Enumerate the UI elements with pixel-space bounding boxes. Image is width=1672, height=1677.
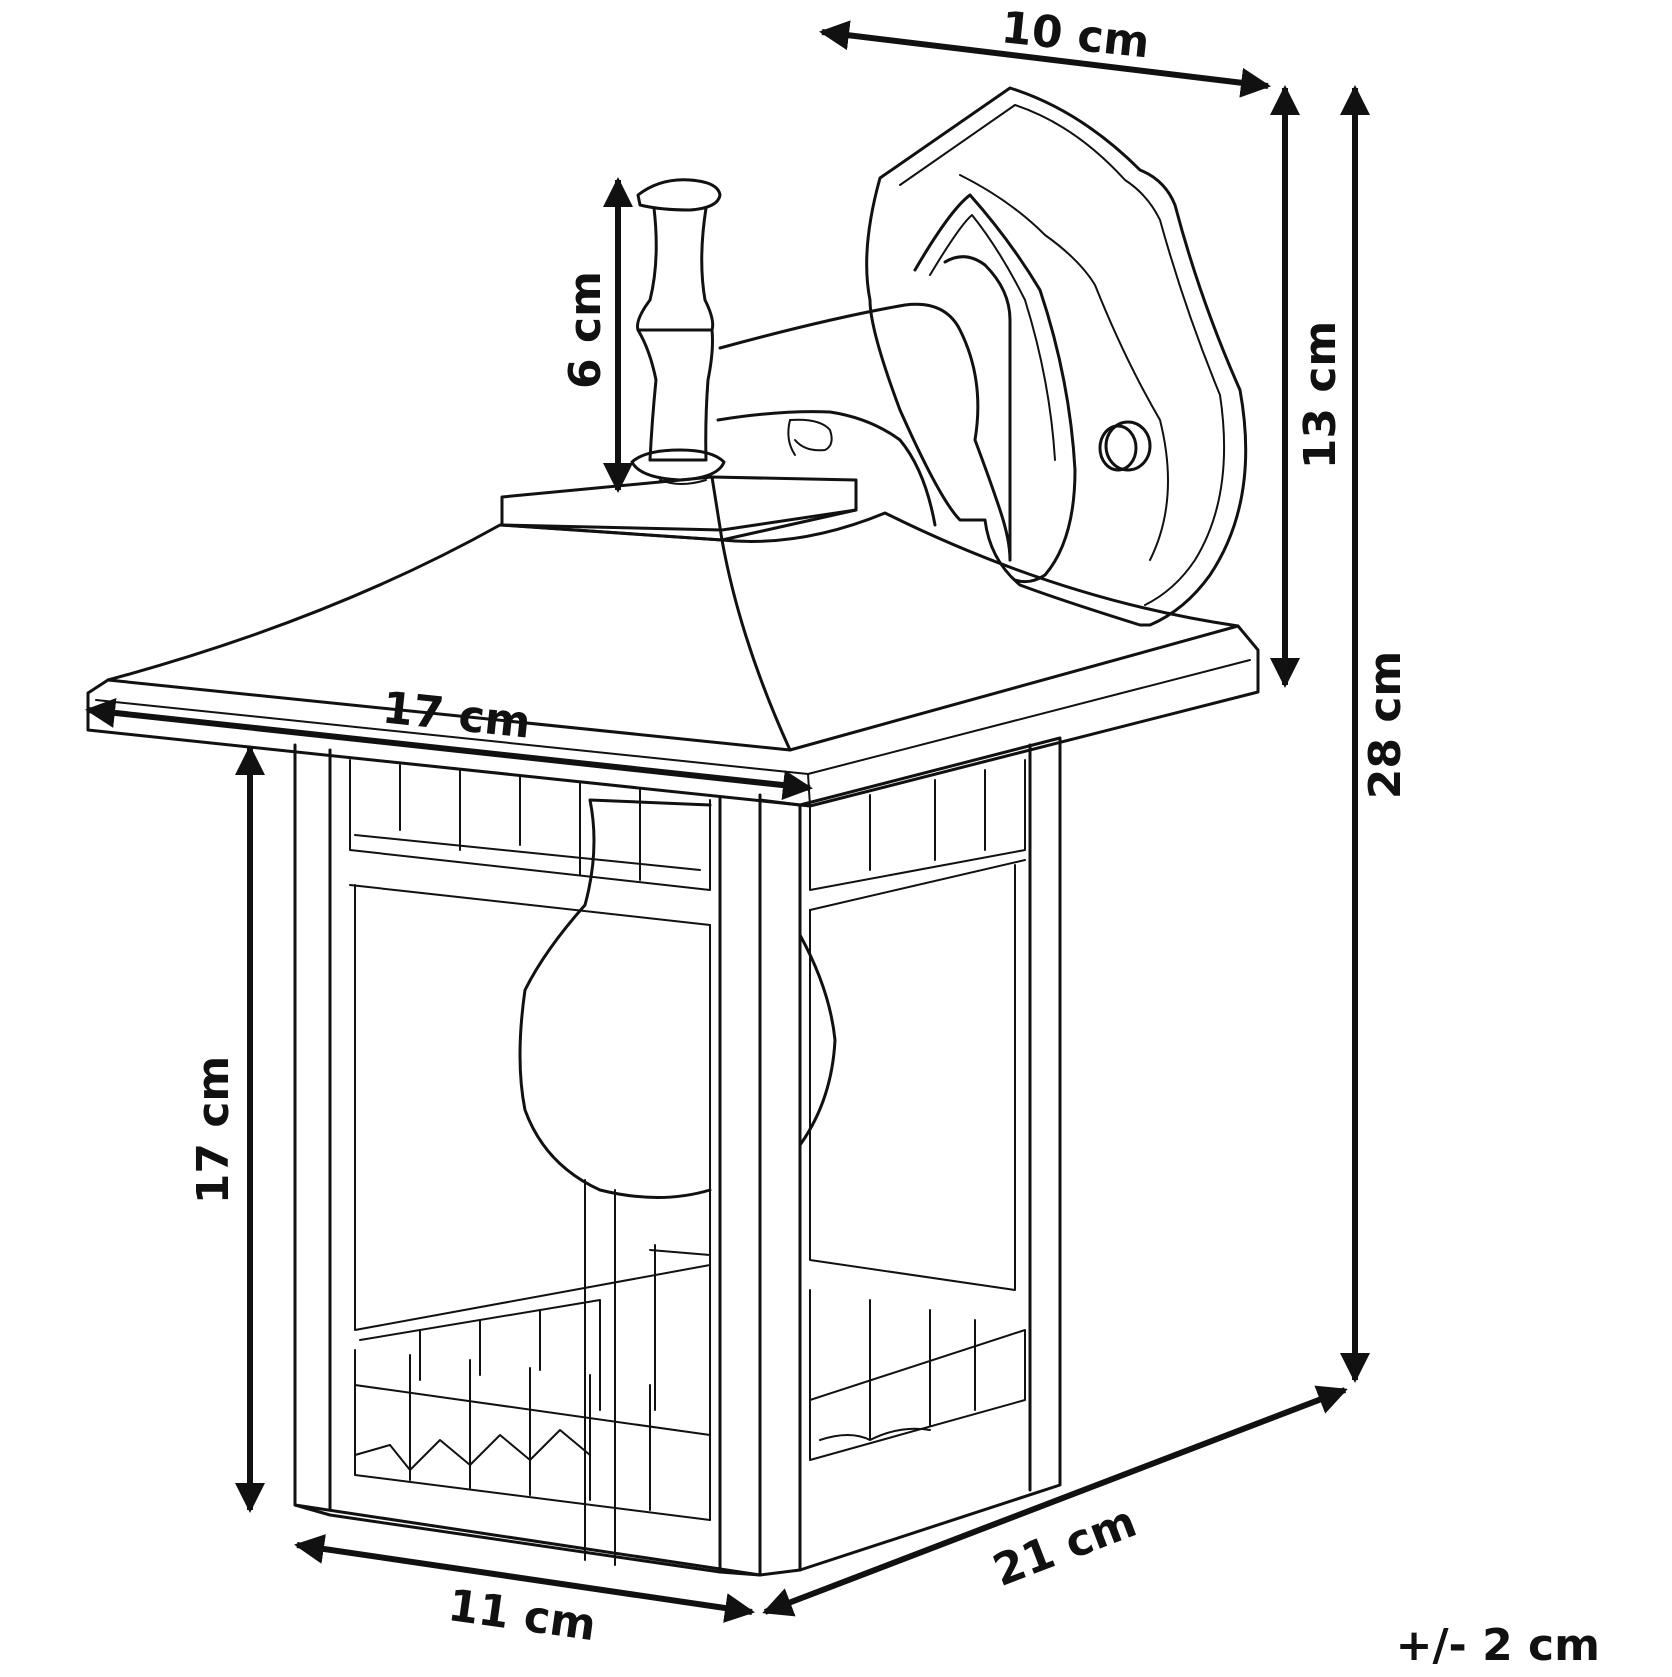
finial [630, 178, 726, 485]
dim-line-top-depth [819, 20, 1271, 98]
dim-line-roof-width [85, 697, 813, 801]
label-backplate-height: 13 cm [1295, 321, 1346, 469]
roof [86, 475, 1260, 808]
wall-backplate [865, 86, 1248, 627]
dim-line-base-depth [762, 1385, 1348, 1617]
label-base-depth: 21 cm [986, 1496, 1143, 1597]
label-total-height: 28 cm [1360, 651, 1411, 799]
label-base-width: 11 cm [445, 1580, 599, 1651]
label-body-height: 17 cm [188, 1056, 239, 1204]
screw-head [1098, 420, 1152, 472]
lantern-cage [293, 736, 1062, 1577]
label-tolerance: +/- 2 cm [1396, 1620, 1600, 1671]
dim-line-base-width [294, 1534, 755, 1623]
dimension-lines [85, 20, 1370, 1623]
label-roof-width: 17 cm [380, 682, 533, 748]
label-finial-height: 6 cm [560, 271, 611, 389]
mounting-arm [716, 302, 1012, 562]
dimension-labels: 10 cm 6 cm 13 cm 28 cm 17 cm 17 cm 11 cm… [188, 2, 1600, 1671]
